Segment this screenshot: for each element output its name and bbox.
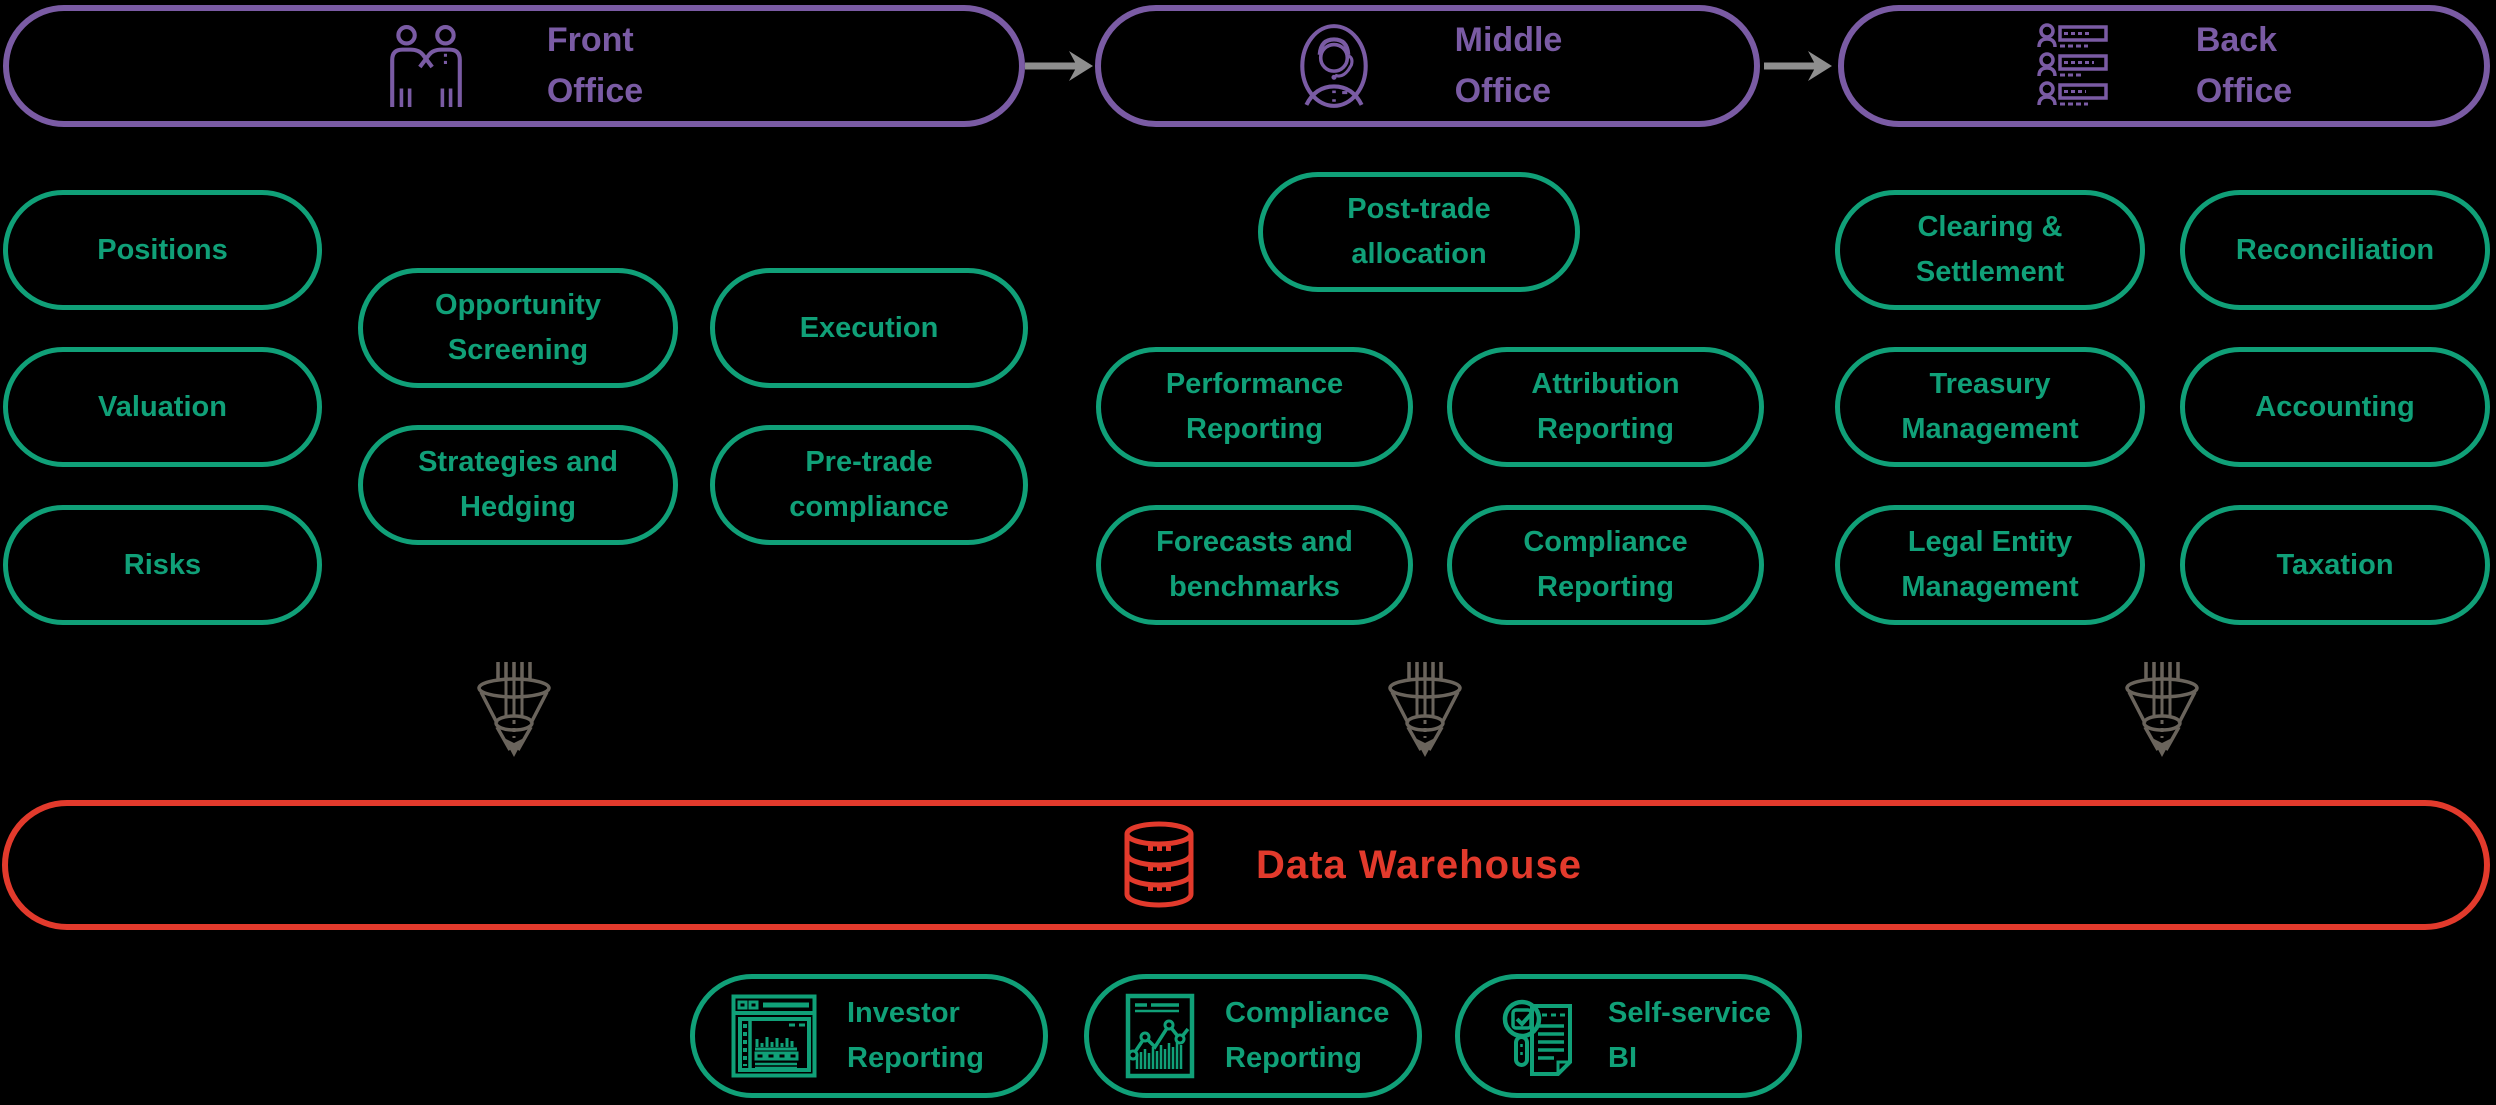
pill-forecasts-and-benchmarks-label: Forecasts and benchmarks <box>1156 526 1353 603</box>
data-warehouse-label: Data Warehouse <box>1256 842 1582 887</box>
flow-arrow-front-to-middle <box>1025 51 1093 81</box>
pill-pre-trade-compliance: Pre-trade compliance <box>710 425 1028 545</box>
funnel-icon-middle <box>1388 662 1462 757</box>
pill-legal-entity-management-label: Legal Entity Management <box>1901 526 2079 603</box>
pill-compliance-reporting-output-label: Compliance Reporting <box>1225 997 1390 1074</box>
pill-compliance-reporting: Compliance Reporting <box>1447 505 1764 625</box>
pill-strategies-and-hedging: Strategies and Hedging <box>358 425 678 545</box>
pill-clearing-settlement-label: Clearing & Settlement <box>1915 211 2065 288</box>
pill-pre-trade-compliance-label: Pre-trade compliance <box>789 446 949 523</box>
pill-attribution-reporting: Attribution Reporting <box>1447 347 1764 467</box>
pill-treasury-management-label: Treasury Management <box>1901 368 2079 445</box>
pill-reconciliation: Reconciliation <box>2180 190 2490 310</box>
pill-compliance-reporting-label: Compliance Reporting <box>1523 526 1688 603</box>
pill-risks-label: Risks <box>123 548 202 581</box>
pill-positions-label: Positions <box>97 233 228 266</box>
funnel-icon-back <box>2125 662 2199 757</box>
back-office-header: Back Office <box>1838 5 2490 127</box>
front-office-header: Front Office <box>3 5 1025 127</box>
pill-post-trade-allocation: Post-trade allocation <box>1258 172 1580 292</box>
pill-opportunity-screening: Opportunity Screening <box>358 268 678 388</box>
funnel-icon-front <box>477 662 551 757</box>
pill-risks: Risks <box>3 505 322 625</box>
pill-forecasts-and-benchmarks: Forecasts and benchmarks <box>1096 505 1413 625</box>
data-warehouse-bar: Data Warehouse <box>2 800 2490 930</box>
pill-investor-reporting: Investor Reporting <box>690 974 1048 1098</box>
pill-taxation-label: Taxation <box>2276 548 2394 581</box>
pill-clearing-settlement: Clearing & Settlement <box>1835 190 2145 310</box>
pill-reconciliation-label: Reconciliation <box>2235 233 2435 266</box>
flow-arrow-middle-to-back <box>1764 51 1832 81</box>
pill-accounting: Accounting <box>2180 347 2490 467</box>
pill-valuation: Valuation <box>3 347 322 467</box>
pill-execution: Execution <box>710 268 1028 388</box>
pill-self-service-bi-label: Self-service BI <box>1608 997 1771 1074</box>
pill-valuation-label: Valuation <box>98 390 227 423</box>
pill-positions: Positions <box>3 190 322 310</box>
pill-treasury-management: Treasury Management <box>1835 347 2145 467</box>
pill-self-service-bi: Self-service BI <box>1455 974 1802 1098</box>
chart-document-icon <box>1125 993 1195 1079</box>
back-office-label: Back Office <box>2195 21 2293 110</box>
pill-performance-reporting: Performance Reporting <box>1096 347 1413 467</box>
pill-compliance-reporting-output: Compliance Reporting <box>1084 974 1422 1098</box>
headset-agent-icon <box>1299 24 1368 108</box>
database-icon <box>1124 821 1194 908</box>
pill-attribution-reporting-label: Attribution Reporting <box>1531 368 1680 445</box>
pill-opportunity-screening-label: Opportunity Screening <box>435 289 601 366</box>
handshake-icon <box>389 25 462 107</box>
pill-performance-reporting-label: Performance Reporting <box>1165 368 1344 445</box>
middle-office-label: Middle Office <box>1454 21 1563 110</box>
team-list-icon <box>2037 23 2108 106</box>
magnifier-check-icon <box>1502 999 1572 1076</box>
pill-post-trade-allocation-label: Post-trade allocation <box>1347 193 1491 270</box>
pill-taxation: Taxation <box>2180 505 2490 625</box>
pill-strategies-and-hedging-label: Strategies and Hedging <box>418 446 618 523</box>
middle-office-header: Middle Office <box>1095 5 1760 127</box>
pill-accounting-label: Accounting <box>2255 390 2415 423</box>
pill-investor-reporting-label: Investor Reporting <box>847 997 984 1074</box>
front-office-label: Front Office <box>546 21 644 110</box>
report-window-icon <box>731 994 817 1078</box>
pill-execution-label: Execution <box>799 311 939 344</box>
pill-legal-entity-management: Legal Entity Management <box>1835 505 2145 625</box>
